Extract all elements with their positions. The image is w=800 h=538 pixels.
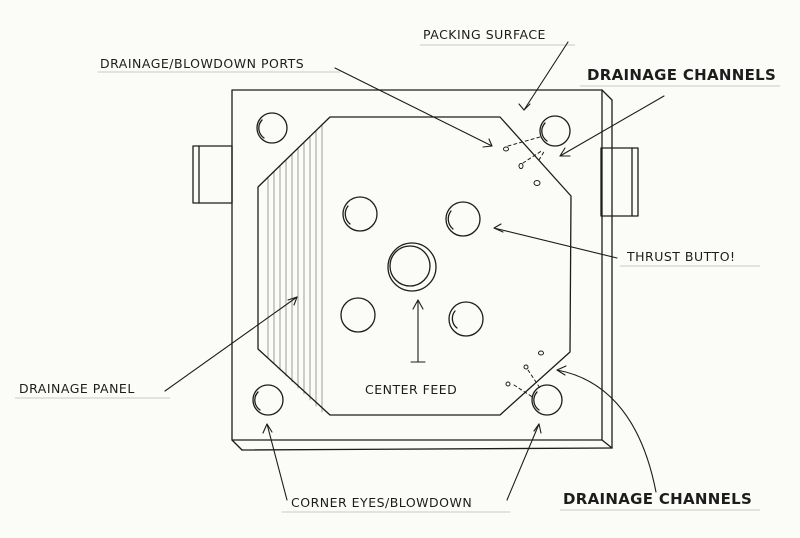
drainage-panel-ribs <box>267 123 323 413</box>
corner-eye-top-left <box>256 112 288 144</box>
corner-eye-top-right <box>539 115 571 147</box>
label-packing-surface: PACKING SURFACE <box>423 27 546 42</box>
thrust-button-top-right <box>445 201 481 237</box>
drainage-area <box>257 116 572 416</box>
corner-eye-bottom-right <box>531 384 563 416</box>
drainage-channel-dashes <box>507 136 546 399</box>
label-corner-eyes-blowdown: CORNER EYES/BLOWDOWN <box>291 495 473 510</box>
label-thrust-button: THRUST BUTTO! <box>627 249 736 264</box>
right-handle <box>600 147 639 217</box>
label-drainage-panel: DRAINAGE PANEL <box>19 381 135 396</box>
label-drainage-channels-bottom: DRAINAGE CHANNELS <box>563 490 753 508</box>
label-underlines <box>14 44 781 513</box>
thrust-button-bottom-left <box>340 297 376 333</box>
label-drainage-blowdown-ports: DRAINAGE/BLOWDOWN PORTS <box>100 56 305 71</box>
label-drainage-channels-top: DRAINAGE CHANNELS <box>587 66 777 84</box>
thrust-button-top-left <box>342 196 378 232</box>
label-center-feed: CENTER FEED <box>365 382 458 397</box>
left-handle <box>192 145 233 204</box>
thrust-button-bottom-right <box>448 301 484 337</box>
plate-frame <box>231 89 613 451</box>
leader-lines <box>164 41 665 501</box>
corner-eye-bottom-left <box>252 384 284 416</box>
drainage-ports <box>503 146 544 387</box>
center-feed-port <box>387 242 437 292</box>
